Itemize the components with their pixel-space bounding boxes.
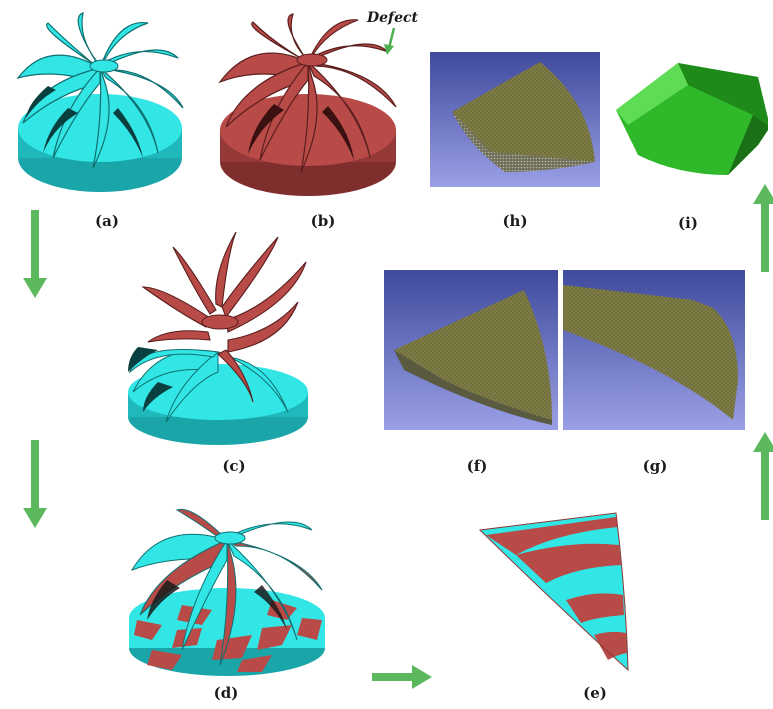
arrow-up-icon — [753, 184, 773, 272]
label-d: (d) — [213, 684, 239, 702]
label-e: (e) — [583, 684, 607, 702]
arrow-down-icon — [23, 440, 47, 528]
impeller-defect-red — [208, 12, 408, 202]
mesh-view-g — [563, 270, 745, 430]
label-g: (g) — [642, 457, 668, 475]
blade-surface-segmented — [476, 505, 646, 675]
label-a: (a) — [95, 212, 119, 230]
mesh-view-f — [384, 270, 558, 430]
label-c: (c) — [222, 457, 246, 475]
solid-green-model — [608, 55, 768, 185]
label-i: (i) — [678, 214, 698, 232]
arrow-down-icon — [23, 210, 47, 298]
mesh-view-h — [430, 52, 600, 187]
arrow-up-icon — [753, 432, 773, 520]
impeller-overlay — [118, 232, 313, 447]
label-b: (b) — [310, 212, 336, 230]
impeller-original-cyan — [8, 8, 188, 198]
label-f: (f) — [466, 457, 488, 475]
defect-pointer-arrow — [384, 27, 396, 55]
label-h: (h) — [502, 212, 528, 230]
impeller-segmented — [122, 500, 332, 680]
arrow-right-icon — [372, 665, 432, 689]
defect-annotation: Defect — [367, 10, 418, 26]
